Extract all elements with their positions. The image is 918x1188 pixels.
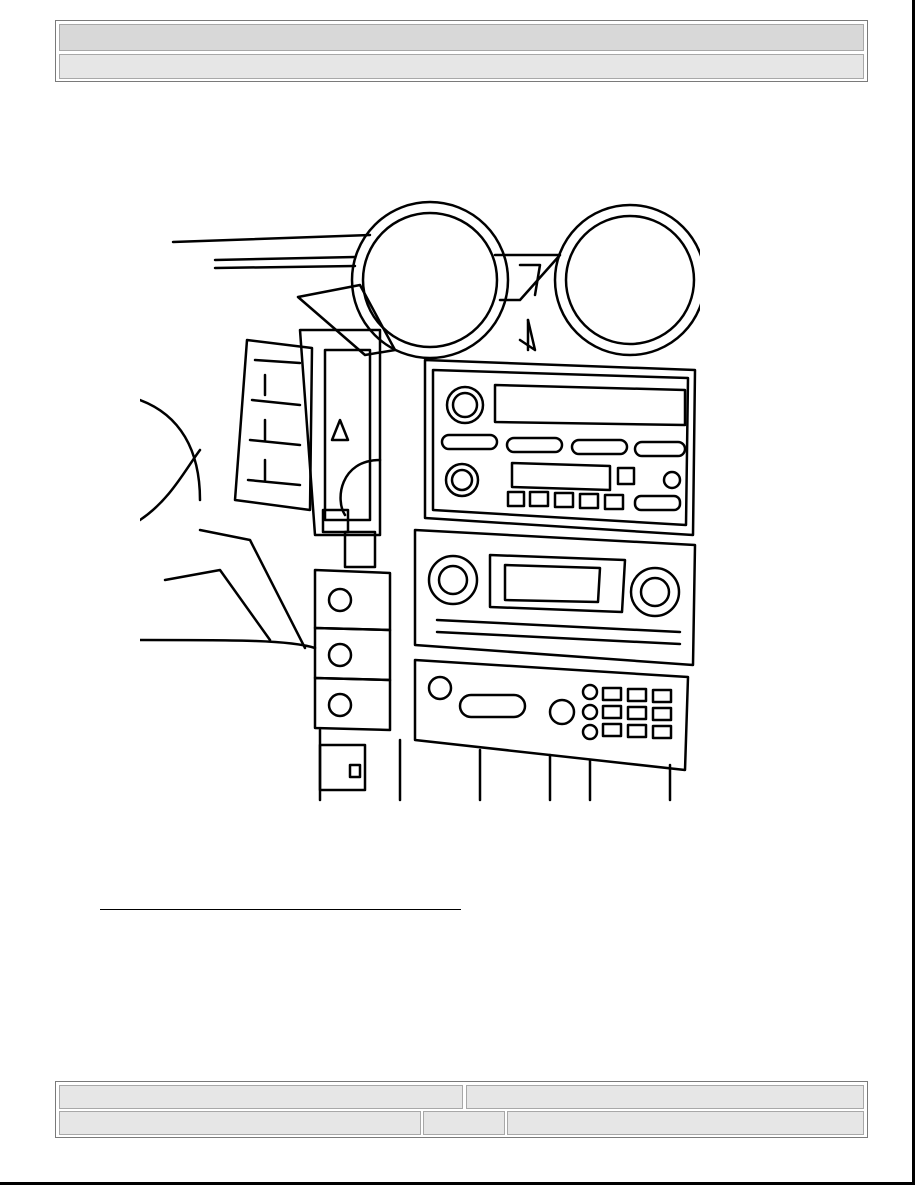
footer-middle-bottom xyxy=(423,1111,505,1135)
dashboard-illustration xyxy=(140,200,700,805)
footer-left-bottom xyxy=(59,1111,421,1135)
dashboard-line-drawing-icon xyxy=(140,200,700,805)
footer-right-bottom xyxy=(507,1111,864,1135)
header-subtitle xyxy=(59,54,864,79)
header-title xyxy=(59,24,864,51)
footer-right-top xyxy=(466,1085,864,1109)
footer-table xyxy=(55,1081,868,1138)
header-table xyxy=(55,20,868,82)
link-underline[interactable] xyxy=(100,909,461,910)
footer-left-top xyxy=(59,1085,463,1109)
